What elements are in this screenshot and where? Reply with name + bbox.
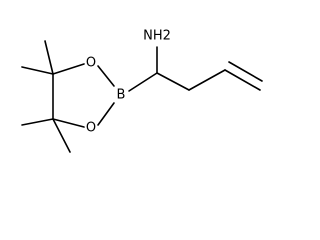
- bond-o-bottom-b: [97, 102, 115, 126]
- bond-b-ch: [128, 72, 158, 92]
- atom-oxygen-top: O: [86, 56, 96, 71]
- atom-nh2: NH2: [143, 29, 171, 44]
- bond-c2-me-bottom: [52, 118, 71, 153]
- atom-oxygen-bottom: O: [86, 121, 96, 136]
- bond-vinyl-2: [228, 61, 263, 82]
- chemical-structure: NH2 O O B: [21, 29, 263, 153]
- bond-o-top-b: [97, 65, 115, 87]
- bond-ch-ch2: [156, 72, 190, 91]
- bond-c1-me-top: [44, 40, 54, 75]
- bonds: [21, 40, 263, 153]
- atom-boron: B: [117, 88, 126, 103]
- atom-labels: NH2 O O B: [86, 29, 171, 136]
- bond-c1-me-left: [21, 66, 54, 75]
- bond-c1-o-top: [52, 63, 85, 75]
- bond-c2-o-bottom: [52, 118, 85, 128]
- bond-vinyl-1: [224, 69, 261, 91]
- bond-ch2-ch: [188, 69, 226, 91]
- bond-c2-me-left: [21, 118, 54, 126]
